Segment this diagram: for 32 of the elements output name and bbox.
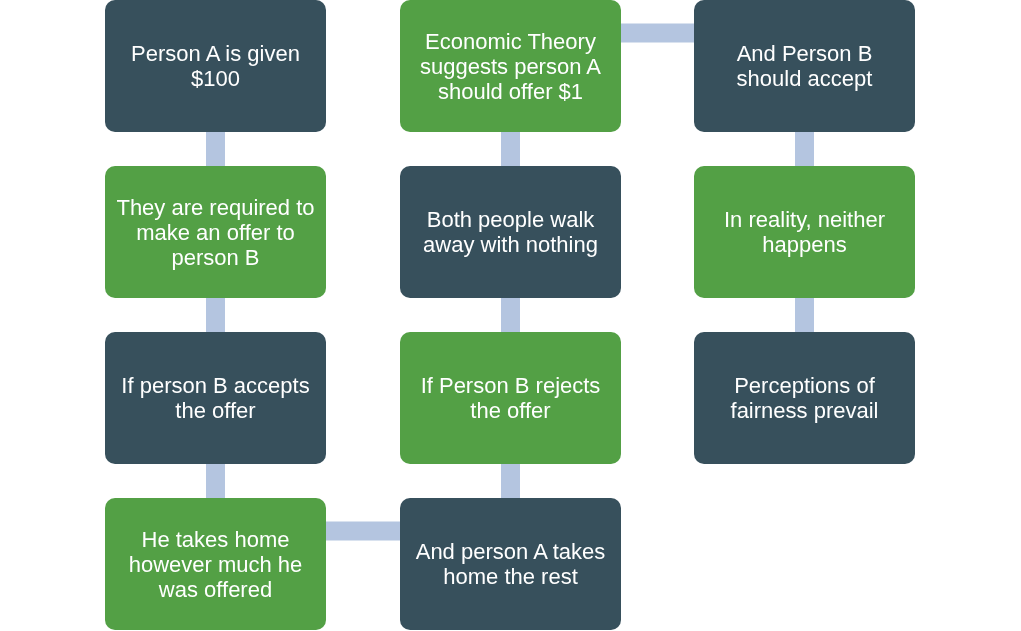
box-label: Perceptions of fairness prevail	[729, 373, 880, 423]
connector-line	[206, 464, 225, 498]
box-label: Both people walk away with nothing	[422, 207, 599, 257]
connector-line	[501, 132, 520, 166]
process-box	[105, 332, 326, 464]
box-label: He takes home however much he was offered	[127, 526, 304, 602]
process-box	[105, 498, 326, 630]
process-box	[105, 0, 326, 132]
connector-line	[501, 464, 520, 498]
connector-line	[206, 298, 225, 332]
connector-line	[326, 521, 400, 541]
connector-line	[795, 132, 814, 166]
process-box	[105, 166, 326, 298]
process-box	[400, 332, 621, 464]
box-label: If Person B rejects the offer	[419, 373, 602, 423]
box-label: They are required to make an offer to person B	[115, 194, 316, 270]
box-label: If person B accepts the offer	[120, 373, 311, 423]
connector-line	[206, 132, 225, 166]
box-label: Economic Theory suggests person A should offer $1	[419, 28, 602, 104]
box-label: Person A is given $100	[130, 41, 301, 91]
process-box	[694, 0, 915, 132]
process-box	[694, 332, 915, 464]
box-label: In reality, neither happens	[723, 207, 886, 257]
process-box	[694, 166, 915, 298]
box-label: And Person B should accept	[735, 41, 874, 91]
process-box	[400, 498, 621, 630]
connector-line	[795, 298, 814, 332]
box-label: And person A takes home the rest	[414, 539, 607, 589]
connector-line	[501, 298, 520, 332]
connector-line	[621, 23, 694, 43]
process-box	[400, 0, 621, 132]
process-box	[400, 166, 621, 298]
